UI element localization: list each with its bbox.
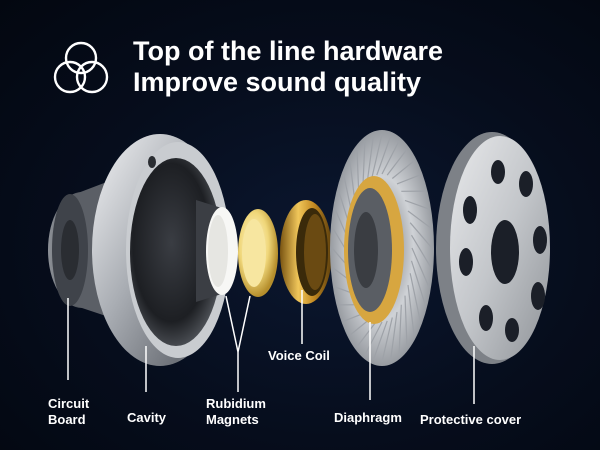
diaphragm-rib [396, 174, 421, 185]
headline: Top of the line hardware Improve sound q… [133, 36, 443, 98]
diaphragm-rib [386, 148, 408, 176]
label-diaphragm: Diaphragm [334, 410, 402, 425]
diaphragm-rib [411, 247, 430, 288]
diaphragm-rib [381, 140, 400, 175]
diaphragm-rib [376, 135, 392, 176]
diaphragm-rib [366, 135, 374, 184]
diaphragm-rib [390, 312, 398, 361]
label-rubidium-line-2: Magnets [206, 412, 259, 427]
voice-coil-part [280, 200, 332, 304]
label-circuit-board-line-2: Board [48, 412, 86, 427]
diaphragm-rib [371, 133, 383, 179]
headline-line-2: Improve sound quality [133, 67, 422, 97]
diaphragm-rib [410, 234, 432, 269]
three-circles-logo-icon [53, 41, 109, 94]
diaphragm-rib [404, 295, 408, 347]
label-circuit-board: Circuit Board [48, 396, 89, 428]
diaphragm-rib [404, 199, 430, 210]
diaphragm-rib [407, 284, 415, 336]
diaphragm-rib [409, 273, 421, 322]
rubidium-magnets-part [238, 209, 278, 297]
cavity-housing-part [92, 134, 238, 366]
label-rubidium-magnets: Rubidium Magnets [206, 396, 266, 428]
diaphragm-part [330, 130, 434, 366]
diaphragm-rib [381, 317, 393, 363]
leader-lines [67, 290, 475, 404]
diaphragm-rib [407, 210, 432, 229]
diaphragm-rib [398, 304, 402, 356]
diaphragm-rib [364, 321, 383, 356]
protective-cover-part [436, 132, 550, 364]
diaphragm-rib [391, 160, 415, 179]
diaphragm-rib [356, 320, 378, 348]
diaphragm-rib [372, 320, 388, 361]
label-circuit-board-line-1: Circuit [48, 396, 90, 411]
headline-line-1: Top of the line hardware [133, 36, 444, 66]
label-voice-coil: Voice Coil [268, 348, 330, 363]
label-cavity: Cavity [127, 410, 167, 425]
diaphragm-rib [410, 260, 426, 306]
diaphragm-rib [409, 222, 433, 249]
label-rubidium-line-1: Rubidium [206, 396, 266, 411]
label-protective-cover: Protective cover [420, 412, 522, 427]
